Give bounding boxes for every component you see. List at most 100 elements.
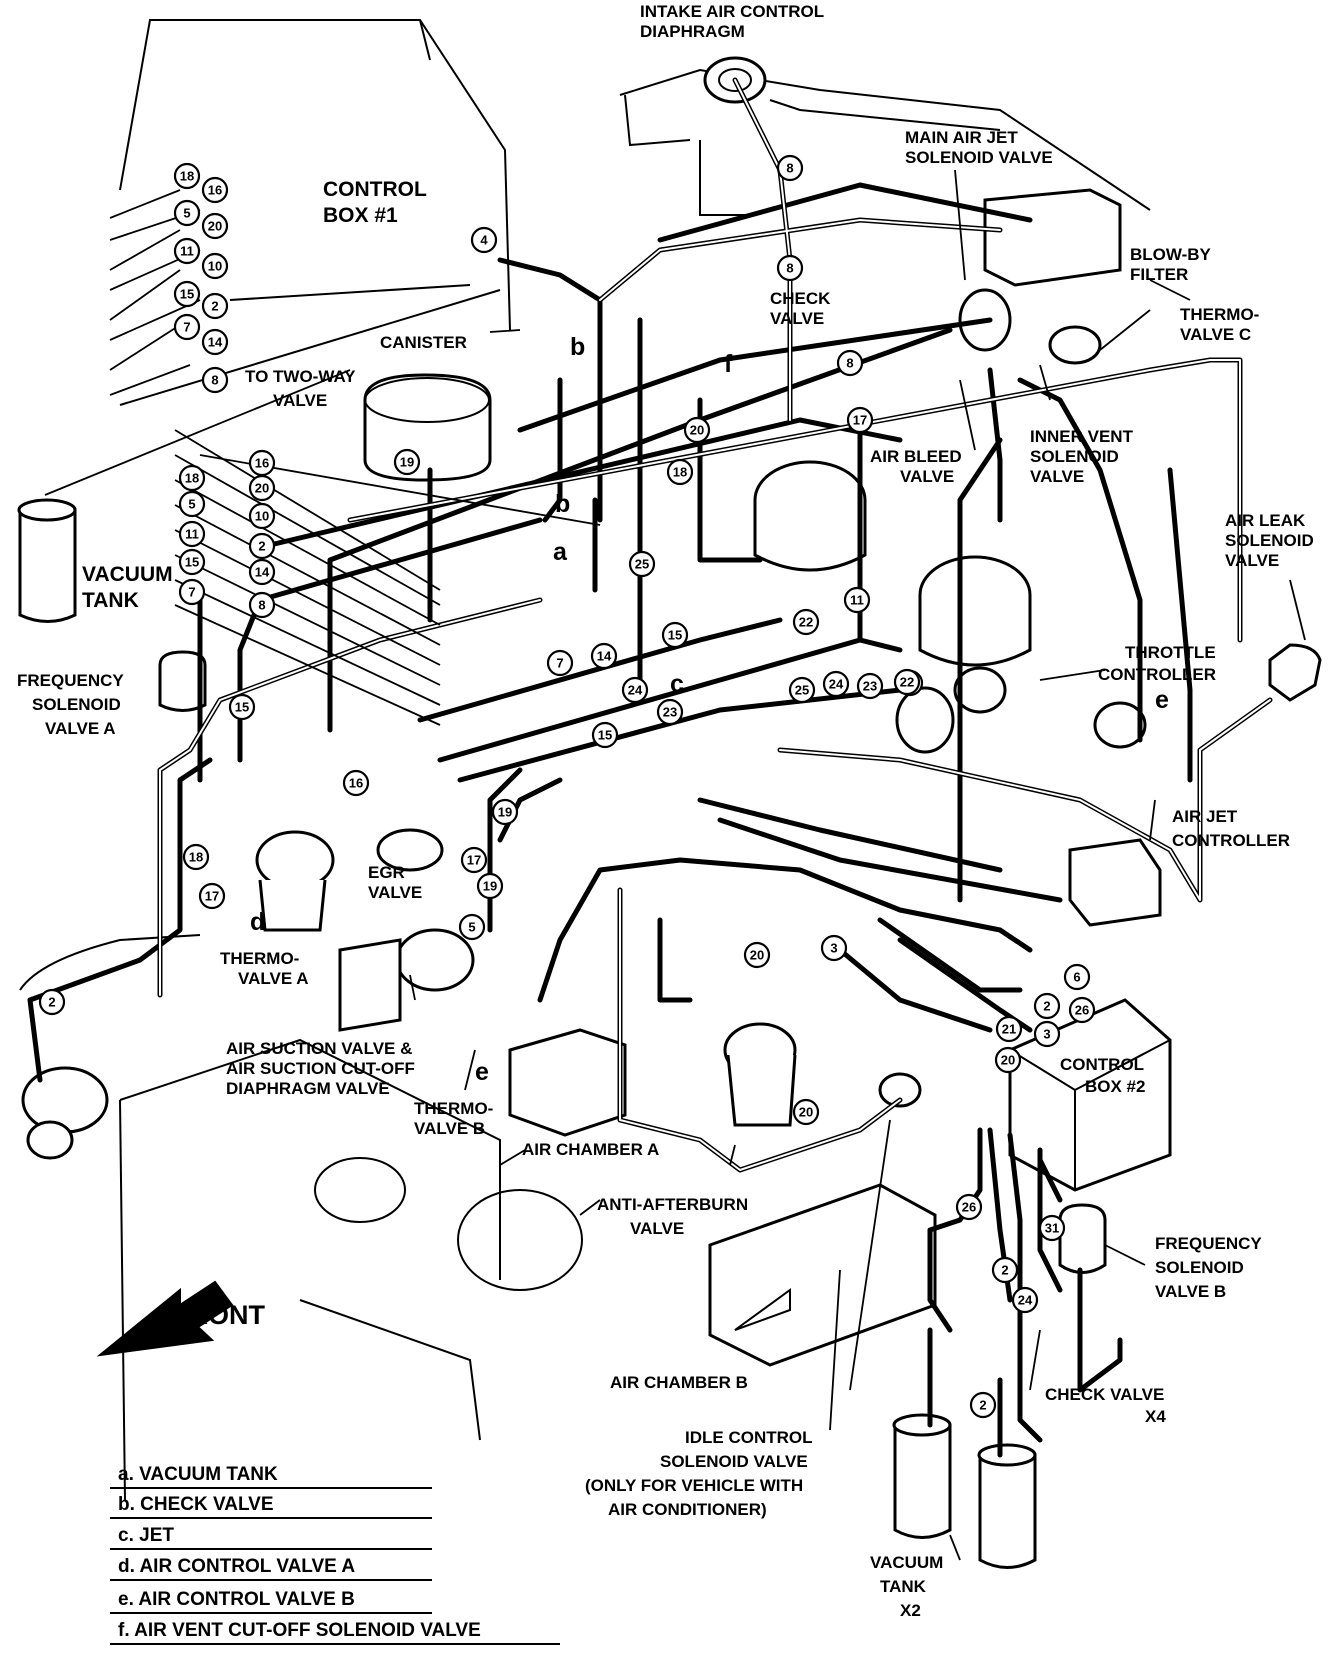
idle-control-solenoid-valve-body [878, 1072, 922, 1108]
hose-tag-mid-8: 14 [248, 558, 276, 586]
hose-tag-top-0: 18 [173, 162, 201, 190]
svg-text:31: 31 [1045, 1221, 1059, 1236]
svg-text:15: 15 [185, 555, 199, 570]
svg-text:15: 15 [668, 628, 682, 643]
hose-tag-mid-7: 15 [178, 548, 206, 576]
hose-tag-mid-9: 7 [178, 578, 206, 606]
hose-tag-top-10: 8 [201, 366, 229, 394]
svg-text:5: 5 [468, 920, 475, 935]
legend-item-f: f. AIR VENT CUT-OFF SOLENOID VALVE [118, 1620, 481, 1641]
svg-text:25: 25 [635, 557, 649, 572]
svg-text:23: 23 [863, 679, 877, 694]
svg-text:24: 24 [829, 677, 844, 692]
label-intake-air-control-diaphragm: INTAKE AIR CONTROL DIAPHRAGM [640, 2, 829, 41]
svg-text:8: 8 [786, 161, 793, 176]
hose-tag-36: 3 [1033, 1020, 1061, 1048]
hose-tag-37: 21 [995, 1015, 1023, 1043]
hose-tag-11: 14 [590, 642, 618, 670]
hose-tag-39: 20 [792, 1098, 820, 1126]
legend-item-c: c. JET [118, 1525, 174, 1546]
svg-text:14: 14 [208, 335, 223, 350]
air-jet-controller-body [1068, 838, 1162, 927]
letter-f: f [724, 350, 733, 378]
thermo-valve-c-body [1048, 325, 1102, 365]
front-arrow-icon [96, 1280, 234, 1357]
hose-tag-8: 25 [628, 550, 656, 578]
hose-tag-top-8: 7 [173, 313, 201, 341]
hose-tag-31: 20 [743, 941, 771, 969]
hose-tag-mid-1: 18 [178, 464, 206, 492]
hose-tag-5: 20 [683, 416, 711, 444]
svg-text:15: 15 [598, 728, 612, 743]
label-thermo-valve-b: THERMO- VALVE B [414, 1099, 498, 1138]
svg-text:11: 11 [180, 244, 194, 259]
hose-tag-mid-4: 10 [248, 502, 276, 530]
left-hose-bundle-top [109, 189, 501, 406]
svg-text:6: 6 [1073, 970, 1080, 985]
letter-b-lower: b [555, 490, 570, 518]
svg-text:5: 5 [183, 206, 190, 221]
hose-tag-top-5: 10 [201, 252, 229, 280]
label-check-valve-top: CHECK VALVE [770, 289, 835, 328]
hose-tag-mid-6: 2 [248, 532, 276, 560]
hose-tag-2: 8 [776, 254, 804, 282]
hose-tag-43: 24 [1011, 1286, 1039, 1314]
label-idle-control-solenoid-valve: IDLE CONTROL SOLENOID VALVE (ONLY FOR VE… [585, 1428, 817, 1519]
hose-tag-28: 18 [182, 843, 210, 871]
svg-text:2: 2 [1001, 1263, 1008, 1278]
hose-tag-mid-2: 20 [248, 474, 276, 502]
hose-tag-44: 2 [969, 1391, 997, 1419]
hose-tag-23: 16 [342, 769, 370, 797]
svg-text:10: 10 [208, 259, 222, 274]
letter-b-upper: b [570, 333, 585, 361]
hose-tag-15: 25 [788, 676, 816, 704]
hose-tag-32: 3 [820, 934, 848, 962]
svg-text:2: 2 [979, 1398, 986, 1413]
label-anti-afterburn-valve: ANTI-AFTERBURN VALVE [597, 1195, 753, 1238]
letter-c: c [670, 670, 684, 698]
air-suction-valve-body [395, 928, 475, 992]
svg-text:15: 15 [235, 700, 249, 715]
hose-tag-30: 2 [38, 988, 66, 1016]
hose-tag-22: 15 [591, 721, 619, 749]
label-throttle-controller: THROTTLE CONTROLLER [1098, 643, 1220, 684]
hose-tag-20: 22 [893, 668, 921, 696]
svg-text:16: 16 [255, 456, 269, 471]
svg-text:8: 8 [211, 373, 218, 388]
svg-text:25: 25 [795, 683, 809, 698]
hose-tag-top-6: 15 [173, 280, 201, 308]
label-control-box-2: CONTROL BOX #2 [1060, 1055, 1148, 1096]
svg-text:3: 3 [1043, 1027, 1050, 1042]
hose-tag-13: 24 [621, 676, 649, 704]
hose-tag-top-9: 14 [201, 328, 229, 356]
label-air-bleed-valve: AIR BLEED VALVE [870, 447, 966, 486]
letter-d: d [250, 908, 265, 936]
svg-text:18: 18 [189, 850, 203, 865]
svg-text:19: 19 [483, 879, 497, 894]
hose-tag-12: 7 [546, 649, 574, 677]
label-main-air-jet-solenoid-valve: MAIN AIR JET SOLENOID VALVE [905, 128, 1053, 167]
svg-text:16: 16 [208, 183, 222, 198]
throttle-controller-body [953, 666, 1007, 714]
svg-text:8: 8 [786, 261, 793, 276]
svg-text:17: 17 [467, 853, 481, 868]
svg-text:2: 2 [1043, 999, 1050, 1014]
svg-text:21: 21 [1002, 1022, 1016, 1037]
hose-tag-29: 17 [198, 882, 226, 910]
label-vacuum-tank-left: VACUUM TANK [82, 563, 178, 612]
svg-text:23: 23 [663, 705, 677, 720]
hose-tag-0: 4 [470, 226, 498, 254]
hose-tag-9: 22 [792, 608, 820, 636]
svg-text:26: 26 [1075, 1003, 1089, 1018]
hose-tag-10: 15 [661, 621, 689, 649]
svg-text:20: 20 [1001, 1053, 1015, 1068]
label-air-leak-solenoid-valve: AIR LEAK SOLENOID VALVE [1225, 511, 1319, 570]
hose-tag-mid-0: 16 [248, 449, 276, 477]
hose-tag-top-3: 20 [201, 212, 229, 240]
label-air-suction-valve: AIR SUCTION VALVE & AIR SUCTION CUT-OFF … [226, 1039, 420, 1098]
label-air-chamber-a: AIR CHAMBER A [522, 1140, 659, 1159]
svg-text:18: 18 [180, 169, 194, 184]
label-check-valve-x4: CHECK VALVE X4 [1045, 1385, 1169, 1426]
svg-text:7: 7 [183, 320, 190, 335]
